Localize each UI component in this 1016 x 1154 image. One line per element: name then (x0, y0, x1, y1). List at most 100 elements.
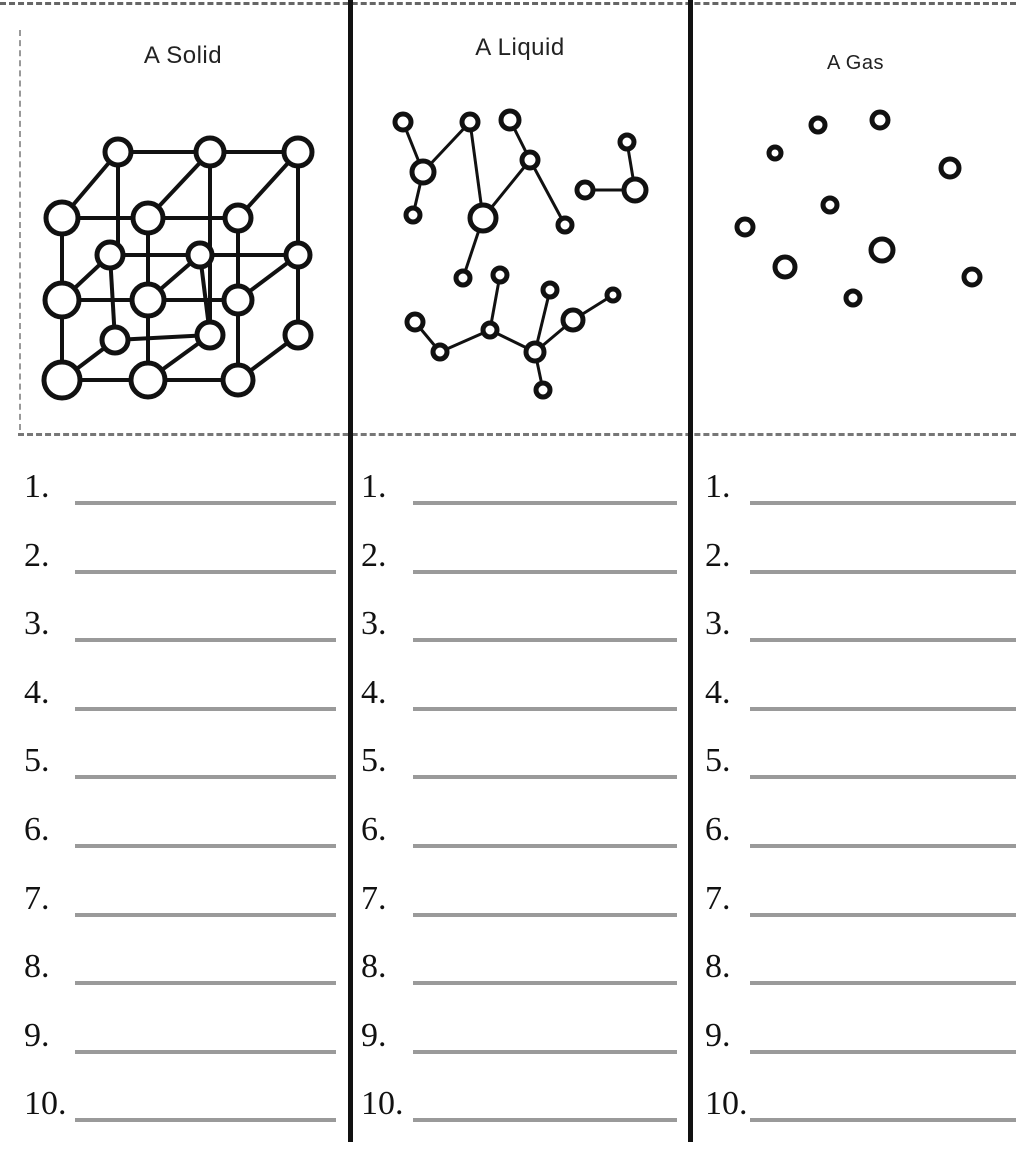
solid-title: A Solid (20, 42, 346, 70)
answer-line[interactable]: 7. (695, 880, 1016, 949)
answer-line[interactable]: 10. (355, 1085, 685, 1154)
answer-blank[interactable] (75, 775, 336, 779)
solid-column: A Solid (20, 0, 346, 1142)
line-number: 7. (361, 880, 387, 918)
answer-blank[interactable] (75, 844, 336, 848)
line-number: 3. (705, 605, 731, 643)
answer-line[interactable]: 8. (695, 948, 1016, 1017)
answer-line[interactable]: 1. (355, 468, 685, 537)
line-number: 8. (24, 948, 50, 986)
answer-blank[interactable] (75, 981, 336, 985)
answer-blank[interactable] (413, 1050, 677, 1054)
line-number: 4. (24, 674, 50, 712)
line-number: 7. (24, 880, 50, 918)
answer-line[interactable]: 9. (695, 1017, 1016, 1086)
answer-blank[interactable] (75, 570, 336, 574)
answer-line[interactable]: 8. (20, 948, 346, 1017)
liquid-answer-lines: 1. 2. 3. 4. 5. 6. 7. 8. 9. 10. (355, 468, 685, 1154)
answer-blank[interactable] (413, 501, 677, 505)
gas-title: A Gas (695, 52, 1016, 75)
answer-line[interactable]: 1. (20, 468, 346, 537)
answer-line[interactable]: 4. (355, 674, 685, 743)
line-number: 1. (705, 468, 731, 506)
liquid-title: A Liquid (355, 34, 685, 62)
answer-line[interactable]: 5. (20, 742, 346, 811)
answer-blank[interactable] (750, 501, 1016, 505)
answer-blank[interactable] (750, 1118, 1016, 1122)
gas-column: A Gas 1. 2. 3. 4. 5. 6. 7. 8. (695, 0, 1016, 1142)
answer-blank[interactable] (750, 570, 1016, 574)
line-number: 5. (361, 742, 387, 780)
line-number: 10. (705, 1085, 748, 1123)
line-number: 7. (705, 880, 731, 918)
answer-line[interactable]: 6. (695, 811, 1016, 880)
line-number: 9. (24, 1017, 50, 1055)
answer-blank[interactable] (413, 707, 677, 711)
line-number: 4. (361, 674, 387, 712)
answer-blank[interactable] (750, 775, 1016, 779)
answer-blank[interactable] (75, 707, 336, 711)
line-number: 3. (361, 605, 387, 643)
answer-blank[interactable] (750, 707, 1016, 711)
answer-blank[interactable] (413, 844, 677, 848)
line-number: 9. (361, 1017, 387, 1055)
answer-line[interactable]: 7. (355, 880, 685, 949)
answer-line[interactable]: 1. (695, 468, 1016, 537)
answer-blank[interactable] (750, 638, 1016, 642)
answer-blank[interactable] (413, 981, 677, 985)
answer-line[interactable]: 6. (20, 811, 346, 880)
line-number: 2. (705, 537, 731, 575)
answer-blank[interactable] (413, 638, 677, 642)
answer-line[interactable]: 4. (20, 674, 346, 743)
answer-line[interactable]: 7. (20, 880, 346, 949)
answer-blank[interactable] (750, 1050, 1016, 1054)
answer-blank[interactable] (413, 570, 677, 574)
answer-line[interactable]: 9. (20, 1017, 346, 1086)
line-number: 8. (361, 948, 387, 986)
answer-line[interactable]: 10. (695, 1085, 1016, 1154)
answer-line[interactable]: 2. (20, 537, 346, 606)
answer-line[interactable]: 2. (355, 537, 685, 606)
answer-blank[interactable] (75, 1118, 336, 1122)
answer-blank[interactable] (750, 913, 1016, 917)
line-number: 9. (705, 1017, 731, 1055)
line-number: 4. (705, 674, 731, 712)
answer-blank[interactable] (750, 981, 1016, 985)
answer-line[interactable]: 2. (695, 537, 1016, 606)
answer-blank[interactable] (75, 1050, 336, 1054)
answer-line[interactable]: 5. (695, 742, 1016, 811)
answer-blank[interactable] (413, 913, 677, 917)
answer-line[interactable]: 3. (355, 605, 685, 674)
answer-line[interactable]: 10. (20, 1085, 346, 1154)
answer-blank[interactable] (413, 775, 677, 779)
answer-line[interactable]: 6. (355, 811, 685, 880)
answer-blank[interactable] (75, 638, 336, 642)
answer-blank[interactable] (413, 1118, 677, 1122)
line-number: 6. (705, 811, 731, 849)
line-number: 6. (361, 811, 387, 849)
gas-answer-lines: 1. 2. 3. 4. 5. 6. 7. 8. 9. 10. (695, 468, 1016, 1154)
line-number: 6. (24, 811, 50, 849)
answer-line[interactable]: 3. (695, 605, 1016, 674)
column-divider (688, 0, 693, 1142)
line-number: 2. (24, 537, 50, 575)
answer-line[interactable]: 9. (355, 1017, 685, 1086)
liquid-column: A Liquid (355, 0, 685, 1142)
answer-line[interactable]: 4. (695, 674, 1016, 743)
line-number: 5. (24, 742, 50, 780)
solid-particle-lattice-diagram (20, 90, 346, 410)
liquid-particle-chain-diagram (355, 90, 685, 410)
answer-blank[interactable] (75, 501, 336, 505)
line-number: 1. (24, 468, 50, 506)
answer-line[interactable]: 3. (20, 605, 346, 674)
answer-blank[interactable] (75, 913, 336, 917)
line-number: 10. (24, 1085, 67, 1123)
line-number: 8. (705, 948, 731, 986)
line-number: 10. (361, 1085, 404, 1123)
answer-line[interactable]: 8. (355, 948, 685, 1017)
solid-answer-lines: 1. 2. 3. 4. 5. 6. 7. 8. 9. 10. (20, 468, 346, 1154)
line-number: 1. (361, 468, 387, 506)
answer-blank[interactable] (750, 844, 1016, 848)
line-number: 2. (361, 537, 387, 575)
answer-line[interactable]: 5. (355, 742, 685, 811)
